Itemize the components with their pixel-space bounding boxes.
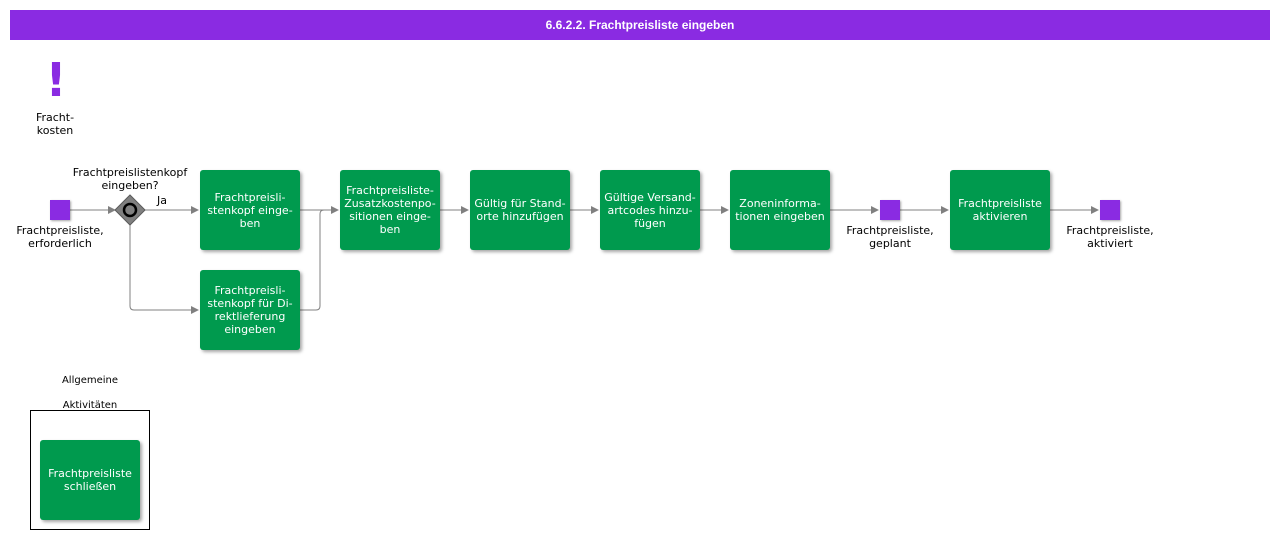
flow-gateway-direct (129, 225, 199, 314)
activated-event-label: Frachtpreisliste, aktiviert (1066, 224, 1154, 250)
diagram-title: 6.6.2.2. Frachtpreisliste eingeben (545, 18, 735, 32)
general-activities-group (30, 410, 150, 530)
group-label: Allgemeine Aktivitäten (40, 368, 140, 408)
flow-direct-surcharge (300, 209, 325, 311)
group-label-line1: Allgemeine (61, 375, 119, 386)
gateway-yes-label: Ja (157, 194, 167, 207)
task-locations[interactable]: Gültig für Stand- orte hinzufügen (470, 170, 570, 250)
group-label-line2: Aktivitäten (62, 400, 118, 408)
planned-event-label: Frachtpreisliste, geplant (846, 224, 934, 250)
gateway-question: Frachtpreislistenkopf eingeben? (72, 166, 188, 192)
diagram-title-bar: 6.6.2.2. Frachtpreisliste eingeben (10, 10, 1270, 40)
note-label: Fracht- kosten (35, 111, 75, 137)
task-zones[interactable]: Zoneninforma- tionen eingeben (730, 170, 830, 250)
task-activate[interactable]: Frachtpreisliste aktivieren (950, 170, 1050, 250)
exclamation-icon: ! (45, 53, 67, 107)
planned-event[interactable] (880, 200, 900, 220)
start-event-label: Frachtpreisliste, erforderlich (16, 224, 104, 250)
start-event[interactable] (50, 200, 70, 220)
task-header[interactable]: Frachtpreisli- stenkopf einge- ben (200, 170, 300, 250)
task-direct-delivery[interactable]: Frachtpreisli- stenkopf für Di- rektlief… (200, 270, 300, 350)
gateway-circle-icon (114, 194, 146, 226)
task-close[interactable]: Frachtpreisliste schließen (40, 440, 140, 520)
activated-event[interactable] (1100, 200, 1120, 220)
task-shipping-codes[interactable]: Gültige Versand- artcodes hinzu- fügen (600, 170, 700, 250)
task-surcharge[interactable]: Frachtpreisliste- Zusatzkostenpo- sition… (340, 170, 440, 250)
